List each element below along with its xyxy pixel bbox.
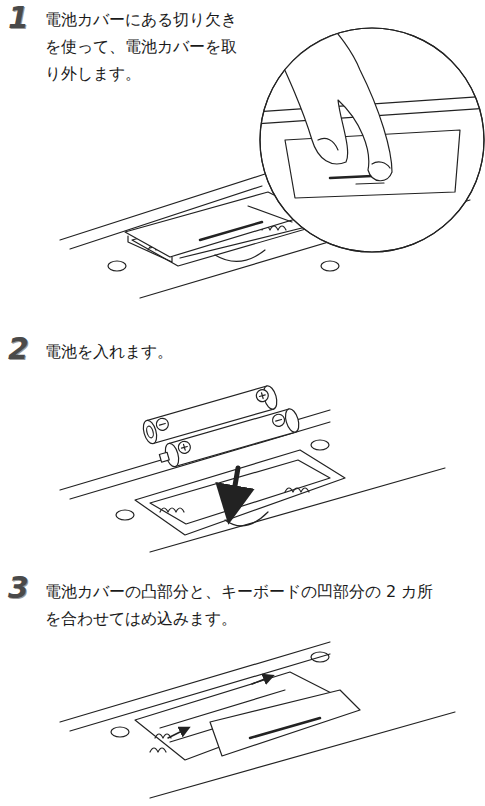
callout-number: 3: [8, 572, 29, 604]
callout-number: 2: [8, 333, 29, 365]
callout-number: 1: [8, 2, 29, 34]
step-text: 電池カバーの凸部分と、キーボードの凹部分の 2 カ所 を合わせてはめ込みます。: [45, 578, 475, 632]
step-text: 電池カバーにある切り欠き を使って、電池カバーを取 り外します。: [45, 6, 249, 87]
step-text: 電池を入れます。: [45, 338, 345, 365]
